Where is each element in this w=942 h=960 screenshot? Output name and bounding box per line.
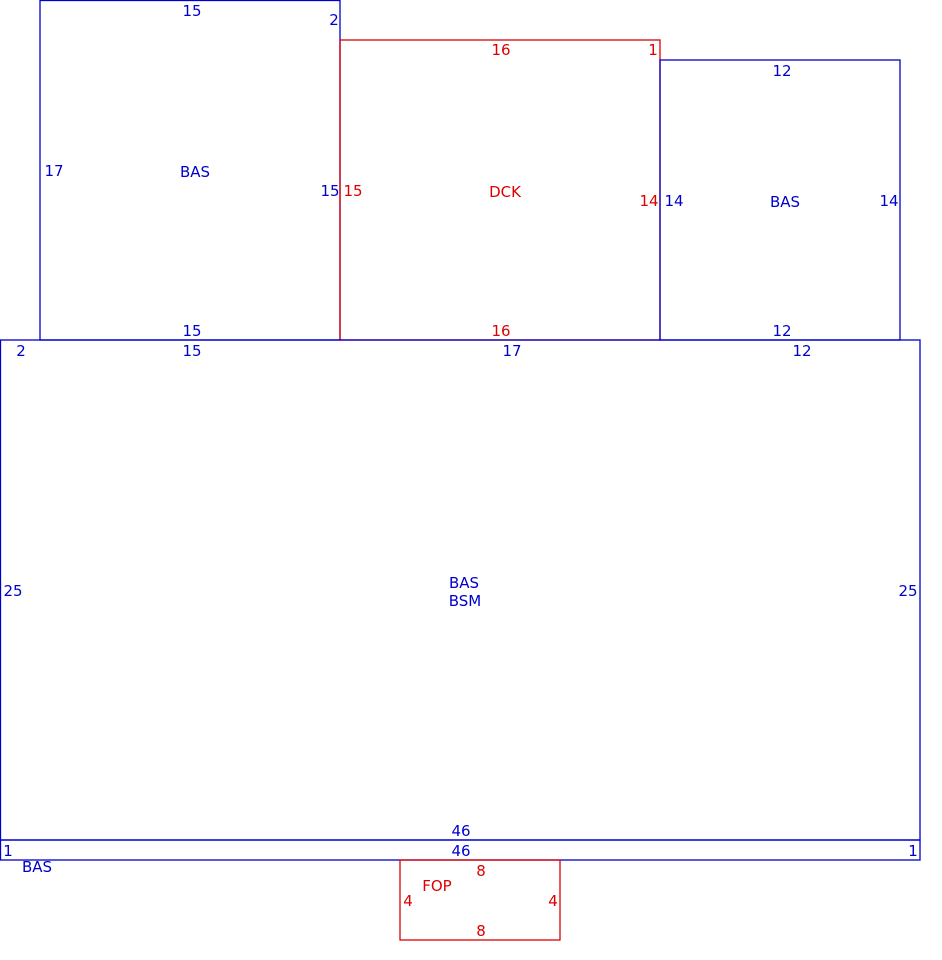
- bas-upper-right-label: BAS: [770, 193, 800, 211]
- bas-upper-left-top-dim: 15: [182, 2, 201, 20]
- bas-upper-right-bottom-dim: 12: [772, 322, 791, 340]
- bas-main-bottom-dim: 46: [451, 822, 470, 840]
- bas-main-right-dim: 25: [898, 582, 917, 600]
- fop-top-dim: 8: [476, 862, 486, 880]
- bas-upper-right-left-dim: 14: [664, 192, 683, 210]
- bas-upper-right-right-dim: 14: [879, 192, 898, 210]
- bas-main-top-dim-b: 17: [502, 342, 521, 360]
- dck-left-dim: 15: [343, 182, 362, 200]
- bas-main-jog-dim: 2: [16, 342, 26, 360]
- bas-upper-right-area: 12 14 14 12 BAS: [659, 59, 901, 341]
- fop-left-dim: 4: [403, 892, 413, 910]
- dck-right-dim: 14: [639, 192, 658, 210]
- fop-label: FOP: [422, 877, 451, 895]
- bas-upper-left-left-dim: 17: [44, 162, 63, 180]
- bas-main-top-dim-a: 15: [182, 342, 201, 360]
- bsm-main-label: BSM: [449, 592, 482, 610]
- bas-upper-left-right-dim: 15: [320, 182, 339, 200]
- fop-bottom-dim: 8: [476, 922, 486, 940]
- bas-main-label: BAS: [449, 574, 479, 592]
- bas-main-left-dim: 25: [3, 582, 22, 600]
- dck-top-dim: 16: [491, 41, 510, 59]
- dck-area: 16 1 15 14 16 DCK: [339, 39, 661, 341]
- bas-strip-left-dim: 1: [3, 842, 13, 860]
- bas-upper-left-label: BAS: [180, 163, 210, 181]
- bas-strip-area: 46 1 1 BAS: [0, 839, 921, 876]
- bas-upper-left-area: 15 2 17 15 15 BAS: [39, 0, 341, 341]
- bas-upper-left-bottom-dim: 15: [182, 322, 201, 340]
- fop-area: 8 4 4 8 FOP: [399, 859, 561, 941]
- bas-strip-right-dim: 1: [908, 842, 918, 860]
- bas-upper-left-jog-dim: 2: [329, 11, 339, 29]
- dck-label: DCK: [489, 183, 522, 201]
- dck-bottom-dim: 16: [491, 322, 510, 340]
- bas-upper-right-top-dim: 12: [772, 62, 791, 80]
- bas-strip-label: BAS: [22, 858, 52, 876]
- fop-right-dim: 4: [548, 892, 558, 910]
- bas-main-top-dim-c: 12: [792, 342, 811, 360]
- dck-jog-dim: 1: [648, 41, 658, 59]
- bas-main-area: 2 15 17 12 25 25 46 BAS BSM: [0, 339, 921, 841]
- fop-outline: [399, 859, 561, 941]
- bas-strip-top-dim: 46: [451, 842, 470, 860]
